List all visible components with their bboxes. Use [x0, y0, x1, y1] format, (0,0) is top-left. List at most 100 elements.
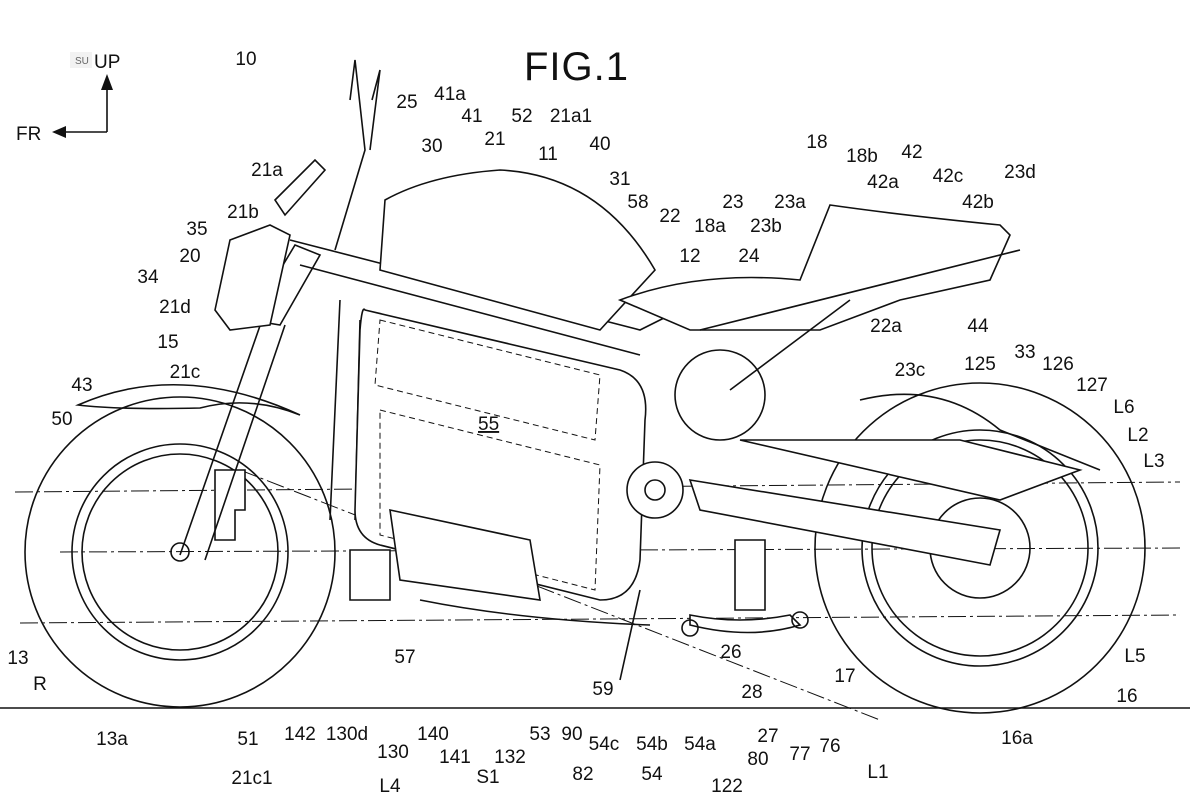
reference-label-16: 16	[1116, 686, 1137, 707]
reference-label-52: 52	[511, 106, 532, 127]
reference-label-23a: 23a	[774, 192, 806, 213]
reference-label-53: 53	[529, 724, 550, 745]
motor-swingarm	[620, 350, 1080, 680]
reference-label-16a: 16a	[1001, 728, 1033, 749]
reference-label-42b: 42b	[962, 192, 994, 213]
reference-label-125: 125	[964, 354, 996, 375]
reference-label-57: 57	[394, 647, 415, 668]
su-tag: SU	[75, 56, 89, 67]
reference-label-42c: 42c	[933, 166, 964, 187]
reference-label-17: 17	[834, 666, 855, 687]
reference-label-54b: 54b	[636, 734, 668, 755]
reference-label-34: 34	[137, 267, 159, 288]
reference-label-13a: 13a	[96, 729, 128, 750]
reference-label-L1: L1	[867, 762, 888, 783]
reference-label-54a: 54a	[684, 734, 716, 755]
reference-label-18: 18	[806, 132, 827, 153]
reference-label-22: 22	[659, 206, 680, 227]
reference-label-59: 59	[592, 679, 613, 700]
reference-label-L5: L5	[1124, 646, 1145, 667]
reference-label-26: 26	[720, 642, 741, 663]
orientation-indicator: SU UP FR	[16, 52, 120, 145]
reference-label-140: 140	[417, 724, 449, 745]
reference-label-142: 142	[284, 724, 316, 745]
up-label: UP	[94, 52, 120, 73]
reference-label-33: 33	[1014, 342, 1035, 363]
reference-label-132: 132	[494, 747, 526, 768]
reference-label-L3: L3	[1143, 451, 1164, 472]
reference-label-R: R	[33, 674, 47, 695]
reference-label-13: 13	[7, 648, 28, 669]
reference-label-L2: L2	[1127, 425, 1148, 446]
reference-label-27: 27	[757, 726, 778, 747]
reference-label-28: 28	[741, 682, 762, 703]
reference-label-21a1: 21a1	[550, 106, 592, 127]
reference-label-24: 24	[738, 246, 760, 267]
reference-label-15: 15	[157, 332, 178, 353]
reference-label-22a: 22a	[870, 316, 902, 337]
reference-label-35: 35	[186, 219, 207, 240]
front-fork	[180, 60, 380, 560]
axis-lines	[60, 82, 107, 132]
reference-label-21b: 21b	[227, 202, 259, 223]
reference-label-23d: 23d	[1004, 162, 1036, 183]
reference-label-41a: 41a	[434, 84, 466, 105]
reference-label-58: 58	[627, 192, 648, 213]
figure-title: FIG.1	[524, 45, 629, 89]
reference-label-12: 12	[679, 246, 700, 267]
reference-label-23: 23	[722, 192, 743, 213]
reference-label-31: 31	[609, 169, 630, 190]
reference-label-23c: 23c	[895, 360, 926, 381]
reference-label-S1: S1	[476, 767, 499, 788]
reference-label-18a: 18a	[694, 216, 726, 237]
reference-label-21a: 21a	[251, 160, 283, 181]
charger	[350, 550, 390, 600]
reference-label-44: 44	[967, 316, 989, 337]
brake-caliper	[215, 470, 245, 540]
reference-label-23b: 23b	[750, 216, 782, 237]
front-fender	[78, 385, 300, 415]
reference-label-127: 127	[1076, 375, 1108, 396]
fuel-tank-cover	[380, 170, 655, 330]
reference-label-40: 40	[589, 134, 610, 155]
battery-label: 55	[478, 414, 499, 435]
reference-label-21: 21	[484, 129, 505, 150]
reference-label-21c1: 21c1	[231, 768, 272, 789]
reference-label-130d: 130d	[326, 724, 368, 745]
reference-label-90: 90	[561, 724, 582, 745]
reference-label-L6: L6	[1113, 397, 1134, 418]
reference-label-82: 82	[572, 764, 593, 785]
reference-label-42: 42	[901, 142, 922, 163]
side-stand	[620, 590, 640, 680]
reference-label-141: 141	[439, 747, 471, 768]
reference-label-77: 77	[789, 744, 810, 765]
reference-label-122: 122	[711, 776, 743, 797]
reference-label-50: 50	[51, 409, 72, 430]
reference-label-43: 43	[71, 375, 92, 396]
reference-label-21c: 21c	[170, 362, 201, 383]
front-label: FR	[16, 124, 41, 145]
arrow-heads-icon	[52, 74, 113, 138]
reference-label-21d: 21d	[159, 297, 191, 318]
reference-label-54c: 54c	[589, 734, 620, 755]
reference-label-11: 11	[538, 144, 558, 165]
reference-label-20: 20	[179, 246, 200, 267]
reference-label-76: 76	[819, 736, 840, 757]
reference-label-42a: 42a	[867, 172, 899, 193]
reference-label-41: 41	[461, 106, 482, 127]
reference-label-126: 126	[1042, 354, 1074, 375]
reference-label-130: 130	[377, 742, 409, 763]
reference-label-18b: 18b	[846, 146, 878, 167]
reference-label-25: 25	[396, 92, 417, 113]
reference-label-10: 10	[235, 49, 256, 70]
reference-label-L4: L4	[379, 776, 401, 797]
rear-shock	[735, 540, 765, 610]
reference-label-80: 80	[747, 749, 768, 770]
handlebar-mirror	[335, 60, 380, 250]
front-wheel	[25, 385, 335, 707]
reference-label-54: 54	[641, 764, 663, 785]
reference-label-30: 30	[421, 136, 442, 157]
reference-label-51: 51	[237, 729, 258, 750]
